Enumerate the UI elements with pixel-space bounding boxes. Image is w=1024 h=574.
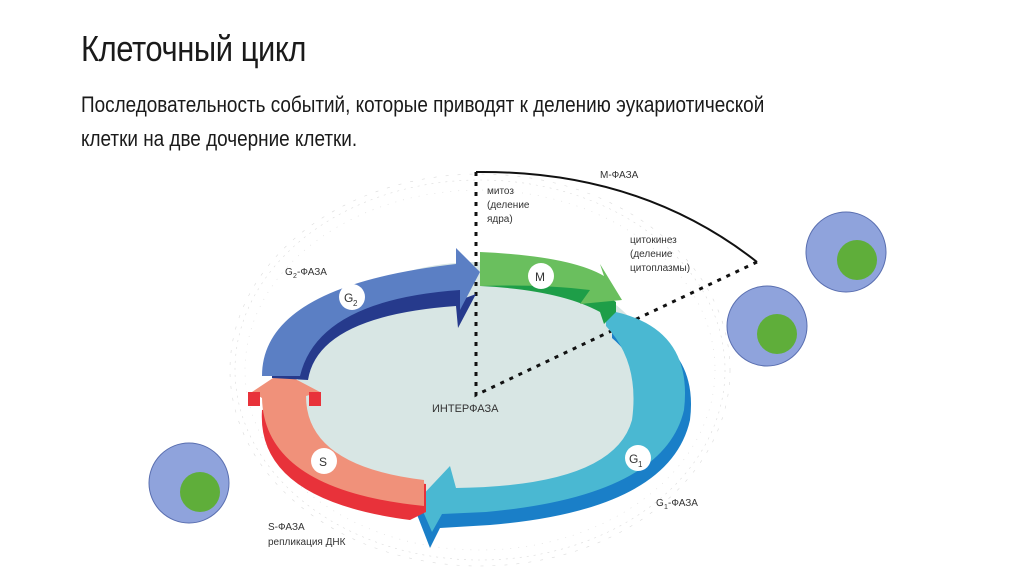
badge-s: S bbox=[311, 448, 337, 474]
svg-text:репликация ДНК: репликация ДНК bbox=[268, 537, 346, 548]
svg-text:-ФАЗА: -ФАЗА bbox=[297, 267, 327, 278]
svg-text:митоз: митоз bbox=[487, 186, 514, 197]
cytokinesis-label: цитокинез (деление цитоплазмы) bbox=[630, 235, 690, 274]
svg-text:G: G bbox=[285, 267, 293, 278]
interphase-area bbox=[298, 262, 658, 502]
g2-phase-label: G 2 -ФАЗА bbox=[285, 267, 327, 280]
slide-subtitle: Последовательность событий, которые прив… bbox=[81, 88, 764, 156]
svg-text:2: 2 bbox=[353, 299, 358, 308]
svg-text:1: 1 bbox=[664, 504, 668, 511]
m-phase-boundary bbox=[474, 172, 758, 398]
speckle-background bbox=[229, 173, 731, 567]
g2-arrow bbox=[262, 248, 480, 380]
svg-text:G: G bbox=[344, 291, 353, 305]
svg-text:(деление: (деление bbox=[630, 249, 673, 260]
mitosis-label: митоз (деление ядра) bbox=[487, 186, 530, 225]
slide-title: Клеточный цикл bbox=[81, 28, 307, 69]
badge-m: M bbox=[528, 263, 554, 289]
badge-g1: G 1 bbox=[625, 445, 651, 471]
svg-text:(деление: (деление bbox=[487, 200, 530, 211]
m-phase-arc bbox=[475, 170, 758, 263]
svg-text:цитоплазмы): цитоплазмы) bbox=[630, 263, 690, 274]
svg-text:S: S bbox=[319, 455, 327, 469]
svg-text:1: 1 bbox=[638, 460, 643, 469]
nucleus bbox=[837, 240, 877, 280]
cell-lower-left bbox=[148, 442, 230, 524]
svg-text:ядра): ядра) bbox=[487, 214, 513, 225]
svg-text:-ФАЗА: -ФАЗА bbox=[668, 498, 698, 509]
badge-g2: G 2 bbox=[339, 284, 365, 310]
s-arrow bbox=[248, 372, 426, 520]
svg-text:цитокинез: цитокинез bbox=[630, 235, 677, 246]
g1-phase-label: G 1 -ФАЗА bbox=[656, 498, 698, 511]
subtitle-line-1: Последовательность событий, которые прив… bbox=[81, 92, 765, 117]
svg-text:2: 2 bbox=[293, 273, 297, 280]
svg-text:G: G bbox=[629, 452, 638, 466]
g1-arrow bbox=[416, 310, 692, 548]
cell-middle-right bbox=[726, 285, 808, 367]
svg-text:M: M bbox=[535, 270, 545, 284]
svg-text:S-ФАЗА: S-ФАЗА bbox=[268, 522, 305, 533]
nucleus bbox=[757, 314, 797, 354]
svg-text:G: G bbox=[656, 498, 664, 509]
nucleus bbox=[180, 472, 220, 512]
subtitle-line-2: клетки на две дочерние клетки. bbox=[81, 126, 358, 151]
interphase-label: ИНТЕРФАЗА bbox=[432, 403, 499, 415]
s-phase-label: S-ФАЗА репликация ДНК bbox=[268, 522, 346, 548]
cell-upper-right bbox=[805, 211, 887, 293]
m-phase-label: М-ФАЗА bbox=[600, 170, 639, 181]
